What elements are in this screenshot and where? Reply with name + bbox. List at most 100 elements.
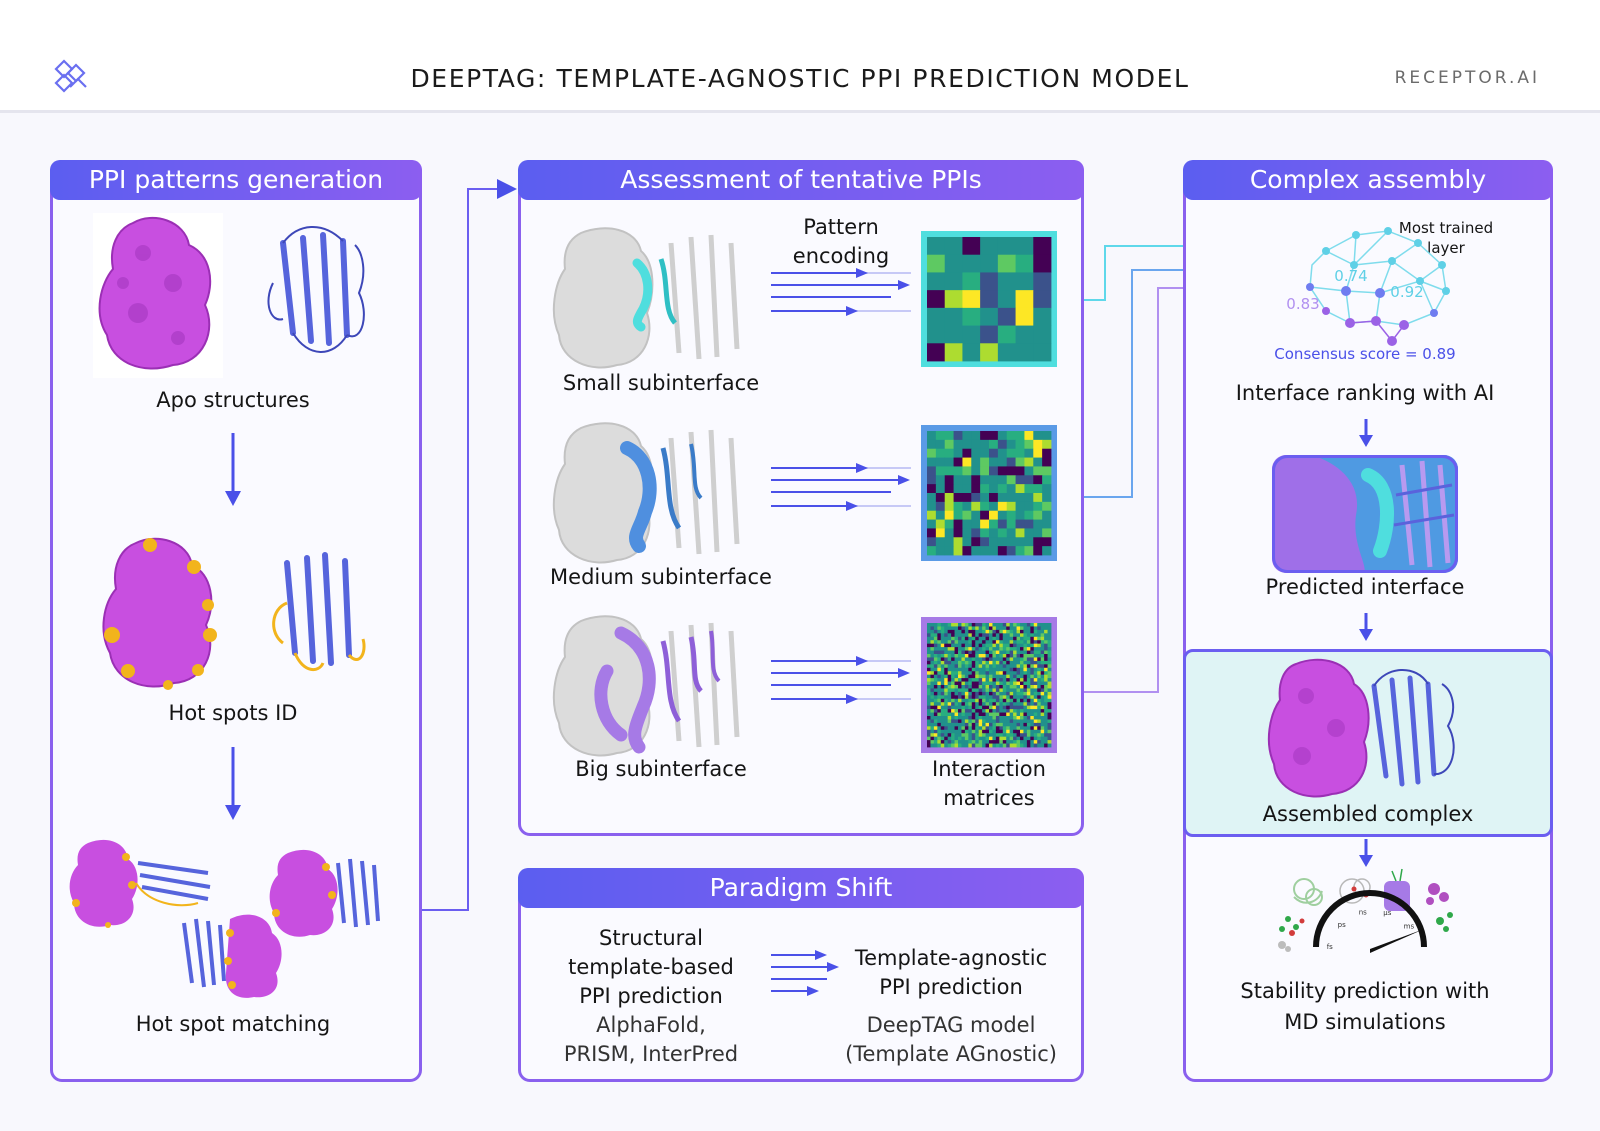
- matrix-cell: [947, 667, 952, 672]
- matrix-cell: [962, 501, 972, 512]
- matrix-cell: [944, 685, 949, 689]
- matrix-cell: [953, 448, 963, 458]
- matrix-cell: [958, 681, 962, 686]
- matrix-cell: [944, 712, 949, 717]
- matrix-cell: [1023, 709, 1028, 713]
- matrix-cell: [940, 719, 945, 724]
- matrix-cell: [940, 633, 945, 638]
- matrix-cell: [947, 695, 952, 700]
- matrix-cell: [1002, 685, 1007, 689]
- matrix-cell: [927, 510, 937, 520]
- matrix-cell: [1033, 691, 1038, 696]
- matrix-cell: [927, 647, 931, 651]
- matrix-cell: [992, 657, 997, 662]
- matrix-cell: [1044, 626, 1048, 631]
- matrix-cell: [944, 466, 954, 476]
- matrix-cell: [933, 640, 938, 645]
- matrix-cell: [1020, 626, 1024, 631]
- matrix-cell: [975, 671, 980, 676]
- matrix-cell: [953, 475, 963, 485]
- matrix-cell: [958, 674, 962, 679]
- matrix-cell: [975, 633, 980, 638]
- matrix-cell: [954, 678, 959, 682]
- matrix-cell: [927, 691, 931, 696]
- matrix-cell: [1006, 650, 1011, 655]
- matrix-cell: [992, 650, 997, 655]
- matrix-cell: [1047, 640, 1052, 645]
- matrix-cell: [954, 671, 959, 676]
- matrix-cell: [1033, 237, 1052, 256]
- matrix-cell: [964, 623, 969, 627]
- matrix-cell: [1044, 726, 1048, 731]
- matrix-cell: [1009, 650, 1014, 655]
- matrix-cell: [982, 657, 986, 662]
- matrix-cell: [971, 695, 976, 700]
- matrix-cell: [1016, 688, 1021, 693]
- matrix-cell: [1016, 678, 1021, 682]
- matrix-cell: [1044, 654, 1048, 658]
- matrix-cell: [1047, 671, 1052, 676]
- matrix-cell: [944, 307, 963, 326]
- matrix-cell: [1006, 736, 1011, 741]
- matrix-cell: [982, 660, 986, 665]
- matrix-cell: [927, 678, 931, 682]
- matrix-cell: [989, 671, 993, 676]
- matrix-cell: [1037, 636, 1042, 641]
- matrix-cell: [1040, 688, 1045, 693]
- matrix-cell: [1033, 439, 1043, 450]
- matrix-cell: [1009, 691, 1014, 696]
- matrix-cell: [1006, 439, 1016, 450]
- matrix-cell: [1033, 664, 1038, 669]
- matrix-cell: [933, 633, 938, 638]
- matrix-cell: [1009, 740, 1014, 744]
- matrix-cell: [930, 647, 935, 651]
- matrix-cell: [1047, 678, 1052, 682]
- matrix-cell: [927, 466, 937, 476]
- matrix-cell: [1023, 678, 1028, 682]
- matrix-cell: [971, 719, 976, 724]
- matrix-cell: [1016, 647, 1021, 651]
- matrix-cell: [1013, 664, 1017, 669]
- matrix-cell: [992, 688, 997, 693]
- matrix-cell: [978, 654, 983, 658]
- matrix-cell: [1030, 729, 1035, 734]
- matrix-cell: [1044, 640, 1048, 645]
- matrix-cell: [951, 705, 955, 710]
- matrix-cell: [1020, 722, 1024, 727]
- matrix-cell: [927, 640, 931, 645]
- matrix-cell: [971, 740, 976, 744]
- matrix-cell: [1026, 719, 1031, 724]
- matrix-cell: [999, 643, 1004, 648]
- matrix-cell: [1047, 657, 1052, 662]
- matrix-cell: [980, 546, 990, 556]
- matrix-cell: [1013, 705, 1017, 710]
- matrix-cell: [1009, 643, 1014, 648]
- interface-ranking-label: Interface ranking with AI: [1235, 381, 1495, 405]
- stability-label-2: MD simulations: [1284, 1010, 1446, 1034]
- matrix-cell: [975, 702, 980, 707]
- matrix-cell: [968, 712, 973, 717]
- matrix-cell: [999, 626, 1004, 631]
- matrix-cell: [1044, 716, 1048, 720]
- matrix-cell: [1023, 671, 1028, 676]
- matrix-cell: [944, 510, 954, 520]
- matrix-cell: [927, 671, 931, 676]
- matrix-cell: [999, 654, 1004, 658]
- matrix-cell: [1042, 439, 1052, 450]
- matrix-cell: [995, 640, 1000, 645]
- matrix-cell: [1016, 712, 1021, 717]
- matrix-cell: [1037, 664, 1042, 669]
- matrix-cell: [951, 660, 955, 665]
- matrix-cell: [1042, 475, 1052, 485]
- matrix-cell: [1016, 726, 1021, 731]
- matrix-cell: [971, 664, 976, 669]
- matrix-cell: [962, 457, 972, 467]
- matrix-cell: [962, 448, 972, 458]
- matrix-cell: [961, 623, 966, 627]
- matrix-cell: [944, 667, 949, 672]
- matrix-cell: [1044, 736, 1048, 741]
- matrix-cell: [997, 290, 1016, 309]
- matrix-cell: [1023, 667, 1028, 672]
- matrix-cell: [999, 650, 1004, 655]
